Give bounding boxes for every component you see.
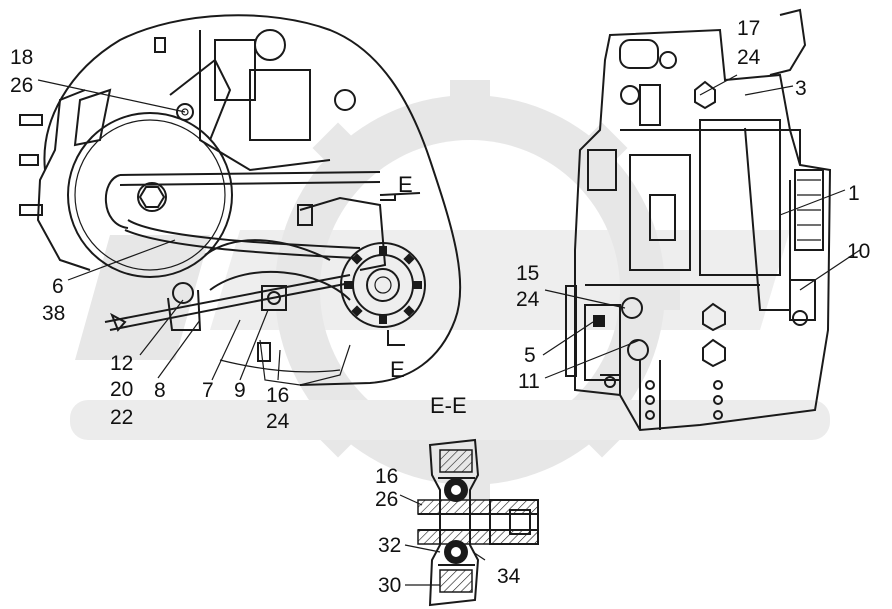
callout-6: 6 xyxy=(52,275,64,298)
callout-24-right: 24 xyxy=(737,46,761,69)
callout-26-bottom: 26 xyxy=(375,488,398,511)
section-marker-e-top: E xyxy=(398,172,413,197)
callout-7: 7 xyxy=(202,379,214,402)
callout-10: 10 xyxy=(847,240,870,263)
watermark-gear xyxy=(70,80,830,500)
callout-22: 22 xyxy=(110,406,133,429)
callout-32: 32 xyxy=(378,534,401,557)
leader-lines xyxy=(37,74,861,586)
callout-16-bottom: 16 xyxy=(375,465,398,488)
callout-24-mid: 24 xyxy=(516,288,540,311)
section-ee-detail xyxy=(417,438,539,607)
left-engine-assembly xyxy=(19,14,462,386)
callout-12: 12 xyxy=(110,352,133,375)
callout-26: 26 xyxy=(10,74,33,97)
callout-18: 18 xyxy=(10,46,33,69)
callout-34: 34 xyxy=(497,565,521,588)
callout-11: 11 xyxy=(518,370,540,393)
callout-5: 5 xyxy=(524,344,536,367)
callout-labels: 18 26 6 38 12 20 22 8 7 9 16 24 17 24 3 … xyxy=(10,17,870,597)
callout-38: 38 xyxy=(42,302,65,325)
callout-24-top: 24 xyxy=(266,410,290,433)
callout-30: 30 xyxy=(378,574,401,597)
callout-1: 1 xyxy=(848,182,860,205)
section-label-ee: E-E xyxy=(430,393,467,418)
callout-20: 20 xyxy=(110,378,133,401)
callout-8: 8 xyxy=(154,379,166,402)
callout-3: 3 xyxy=(795,77,807,100)
callout-15: 15 xyxy=(516,262,539,285)
callout-9: 9 xyxy=(234,379,246,402)
callout-17: 17 xyxy=(737,17,760,40)
callout-16-top: 16 xyxy=(266,384,289,407)
section-marker-e-bottom: E xyxy=(390,357,405,382)
right-alternator-assembly xyxy=(565,8,832,432)
